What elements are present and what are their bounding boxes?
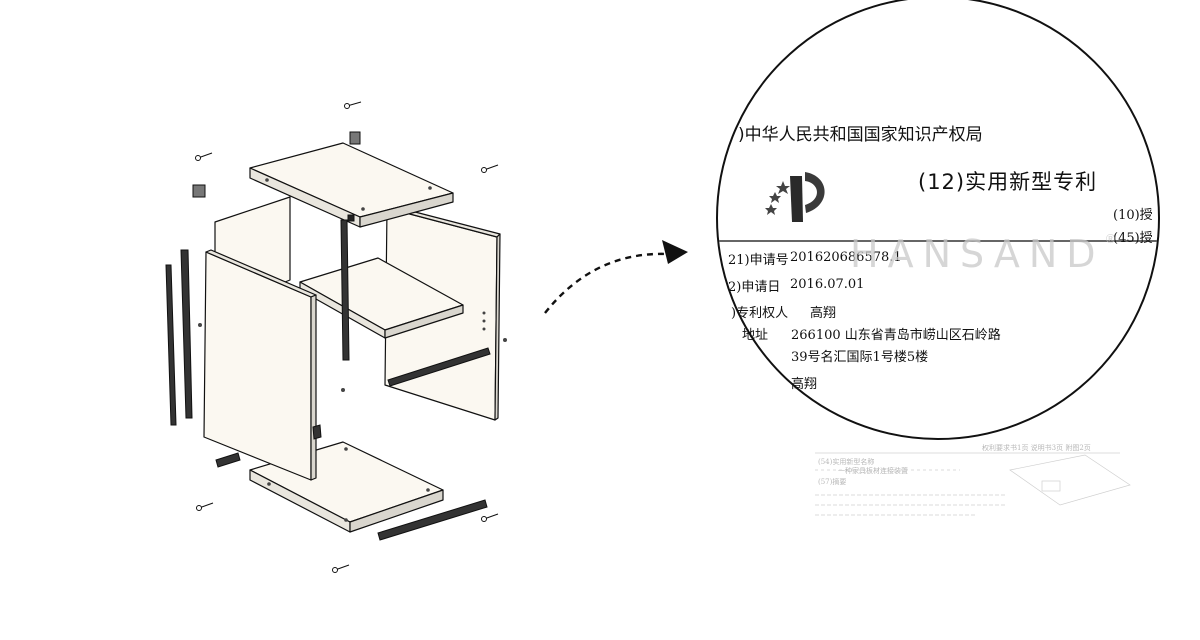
screw (332, 564, 350, 573)
application-date-label: 2)申请日 (728, 280, 781, 295)
arrow-head (662, 240, 688, 264)
dashed-arrow (544, 252, 669, 314)
publication-number-code: (10)授 (1113, 208, 1153, 223)
application-date: 2016.07.01 (790, 277, 865, 292)
screw (195, 152, 213, 161)
brand-watermark: HANSAND® (850, 232, 1117, 276)
vertical-rail-left-2 (180, 249, 193, 419)
address-line-2: 39号名汇国际1号楼5楼 (791, 350, 929, 365)
screw (196, 502, 214, 511)
small-bracket-2 (312, 424, 322, 440)
screw (344, 101, 362, 109)
faint-title-label: (54)实用新型名称 (818, 458, 875, 466)
faint-abstract-label: (57)摘要 (818, 478, 847, 486)
clip (347, 214, 355, 222)
faint-title: 一种家具板材连接装置 (838, 467, 908, 475)
clip (192, 184, 206, 198)
vertical-rail-back (340, 219, 350, 361)
clip (349, 131, 361, 145)
small-bracket (215, 452, 241, 468)
screw (481, 513, 499, 522)
patentee-name: 高翔 (810, 306, 837, 321)
address-label: 地址 (742, 328, 769, 343)
magnifier-circle (716, 0, 1160, 440)
address-line-1: 266100 山东省青岛市崂山区石岭路 (791, 328, 1001, 343)
screw (481, 164, 499, 173)
publication-date-code: (45)授 (1113, 231, 1153, 246)
faint-page-header: 权利要求书1页 说明书3页 附图2页 (982, 444, 1091, 452)
application-number-label: 21)申请号 (728, 253, 789, 268)
inventor-name: 高翔 (791, 377, 818, 392)
patentee-label: )专利权人 (731, 306, 789, 321)
watermark-text: HANSAND (850, 232, 1105, 276)
vertical-rail-left (165, 264, 177, 426)
application-number: 201620686578.1 (790, 250, 902, 265)
horizontal-rail-bottom (377, 499, 488, 541)
patent-office-logo (765, 172, 825, 222)
patent-type-label: (12)实用新型专利 (918, 170, 1098, 194)
patent-authority: )中华人民共和国国家知识产权局 (738, 125, 983, 145)
horizontal-rail-right (387, 347, 491, 387)
registered-mark: ® (1104, 232, 1117, 246)
